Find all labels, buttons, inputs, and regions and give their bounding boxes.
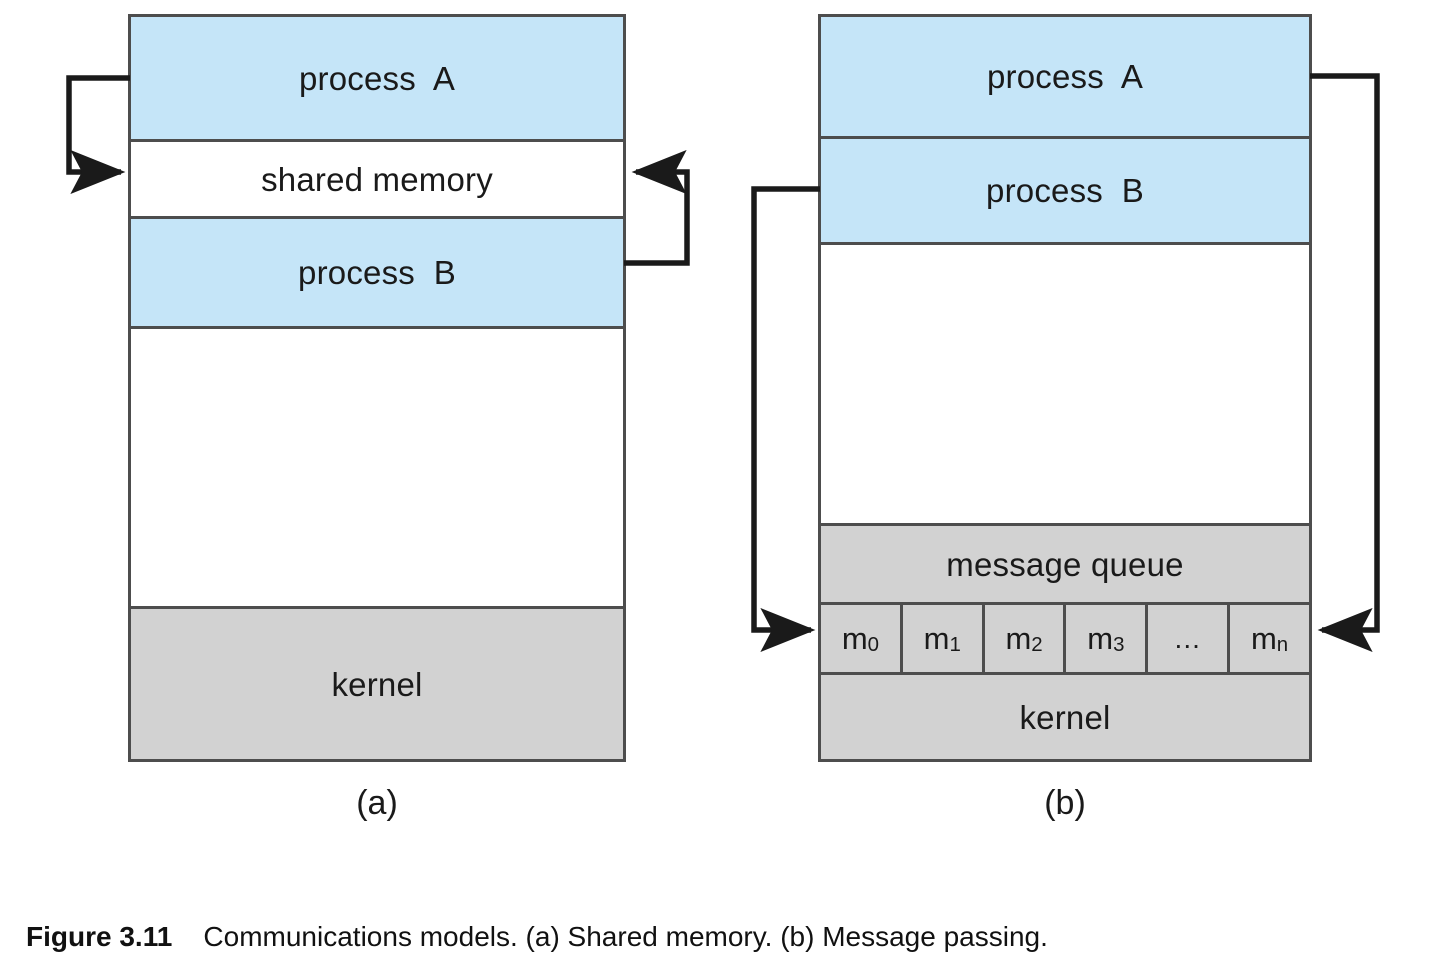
message-cell-m2-sub: 2	[1031, 633, 1043, 657]
message-cell-m0-sub: 0	[867, 633, 880, 657]
message-cell-m0-base: m	[841, 621, 868, 656]
message-cell-m2-base: m	[1005, 621, 1032, 656]
band-kernel-label: kernel	[331, 665, 423, 703]
band-process-a: process A	[821, 17, 1309, 139]
message-cell-ellipsis: ...	[1148, 605, 1231, 672]
band-shared-memory-label: shared memory	[261, 160, 493, 198]
sub-caption-b-label: (b)	[1044, 784, 1086, 822]
message-cell-mn-sub: n	[1276, 633, 1289, 657]
shared-memory-stack: process A shared memory process B kernel	[128, 14, 626, 762]
band-message-queue-label: message queue	[946, 545, 1184, 583]
band-kernel: kernel	[821, 675, 1309, 759]
band-kernel-label: kernel	[1019, 698, 1111, 736]
sub-caption-b: (b)	[818, 786, 1312, 820]
message-cell-m1-sub: 1	[949, 633, 961, 657]
band-process-a: process A	[131, 17, 623, 139]
figure-caption-label: Figure 3.11	[26, 921, 173, 952]
band-process-b: process B	[131, 219, 623, 329]
diagram-shared-memory: process A shared memory process B kernel…	[0, 0, 720, 860]
figure-caption: Figure 3.11 Communications models. (a) S…	[26, 920, 1426, 954]
sub-caption-a-label: (a)	[356, 784, 398, 822]
figure-caption-text: Communications models. (a) Shared memory…	[203, 921, 1048, 952]
message-cell-ellipsis-base: ...	[1174, 622, 1201, 654]
message-cell-m1-base: m	[923, 621, 950, 656]
band-kernel: kernel	[131, 609, 623, 759]
band-user-space	[821, 245, 1309, 526]
band-shared-memory: shared memory	[131, 139, 623, 219]
band-user-space	[131, 329, 623, 609]
band-process-a-label: process A	[298, 59, 456, 97]
band-message-queue: message queue	[821, 526, 1309, 605]
band-process-b: process B	[821, 139, 1309, 245]
message-cell-m3-base: m	[1087, 621, 1114, 656]
message-cell-mn-base: m	[1250, 621, 1277, 656]
sub-caption-a: (a)	[128, 786, 626, 820]
band-process-a-label: process A	[986, 58, 1144, 95]
message-cell-m3-sub: 3	[1113, 633, 1125, 657]
band-process-b-label: process B	[986, 172, 1144, 209]
band-process-b-label: process B	[298, 254, 456, 291]
